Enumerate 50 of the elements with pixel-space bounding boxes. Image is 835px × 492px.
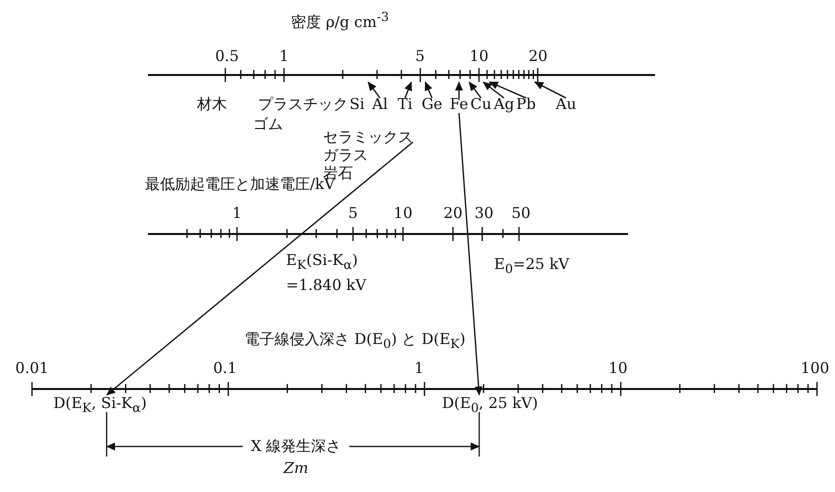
- tick-label: 10: [469, 48, 489, 65]
- tick-label: 20: [443, 205, 463, 222]
- depth-label: D(E$_{K}$, Si-K$_{α}$): [53, 395, 147, 416]
- tick-label: 1: [232, 205, 242, 222]
- element-label: Au: [556, 96, 576, 113]
- tick-label: 30: [474, 205, 494, 222]
- element-label: Ag: [494, 96, 514, 113]
- element-label: Fe: [450, 96, 468, 113]
- axis-title: 密度 ρ/g cm$^{-3}$: [291, 8, 389, 31]
- tick-label: 0.01: [15, 360, 49, 377]
- leader-arrow: [455, 82, 464, 98]
- value-annotation: E$_{0}$=25 kV: [494, 256, 570, 277]
- leader-arrow: [468, 82, 482, 98]
- scale-axis: [148, 68, 655, 82]
- leader-arrow: [534, 81, 566, 99]
- depth-label: D(E$_{0}$, 25 kV): [442, 395, 538, 416]
- tick-label: 20: [528, 48, 548, 65]
- material-label: ゴム: [253, 116, 283, 133]
- dimension-label: X 線発生深さ: [250, 438, 342, 455]
- axis-title: 最低励起電圧と加速電圧/kV: [145, 176, 335, 193]
- tick-label: 1: [279, 48, 289, 65]
- element-label: Al: [372, 96, 388, 113]
- leader-arrow: [488, 81, 526, 99]
- tick-label: 10: [393, 205, 413, 222]
- leader-arrow: [368, 82, 381, 98]
- tick-label: 100: [800, 360, 830, 377]
- material-label: 材木: [197, 96, 227, 113]
- leader-arrow: [404, 82, 412, 98]
- tick-label: 10: [608, 360, 628, 377]
- material-name: ガラス: [323, 146, 369, 164]
- dimension-symbol: Zm: [284, 460, 308, 477]
- element-label: Ge: [422, 96, 442, 113]
- connector-arrow: [106, 142, 414, 396]
- element-label: Cu: [470, 96, 492, 113]
- tick-label: 5: [415, 48, 425, 65]
- tick-label: 0.1: [213, 360, 237, 377]
- tick-label: 0.5: [215, 48, 239, 65]
- leader-arrow: [482, 81, 504, 99]
- tick-label: 50: [511, 205, 531, 222]
- connector-arrow: [458, 112, 483, 396]
- material-name: セラミックス: [323, 128, 413, 146]
- value-annotation: E$_{K}$(Si-K$_{α}$) =1.840 kV: [286, 250, 368, 295]
- element-label: Ti: [398, 96, 412, 113]
- material-label: Si: [349, 96, 365, 113]
- tick-label: 1: [414, 360, 424, 377]
- tick-label: 5: [348, 205, 358, 222]
- element-label: Pb: [516, 96, 536, 113]
- axis-title: 電子線侵入深さ D(E$_{0}$) と D(E$_{K}$): [244, 331, 466, 352]
- leader-arrow: [424, 82, 433, 98]
- material-label: プラスチック: [258, 96, 348, 113]
